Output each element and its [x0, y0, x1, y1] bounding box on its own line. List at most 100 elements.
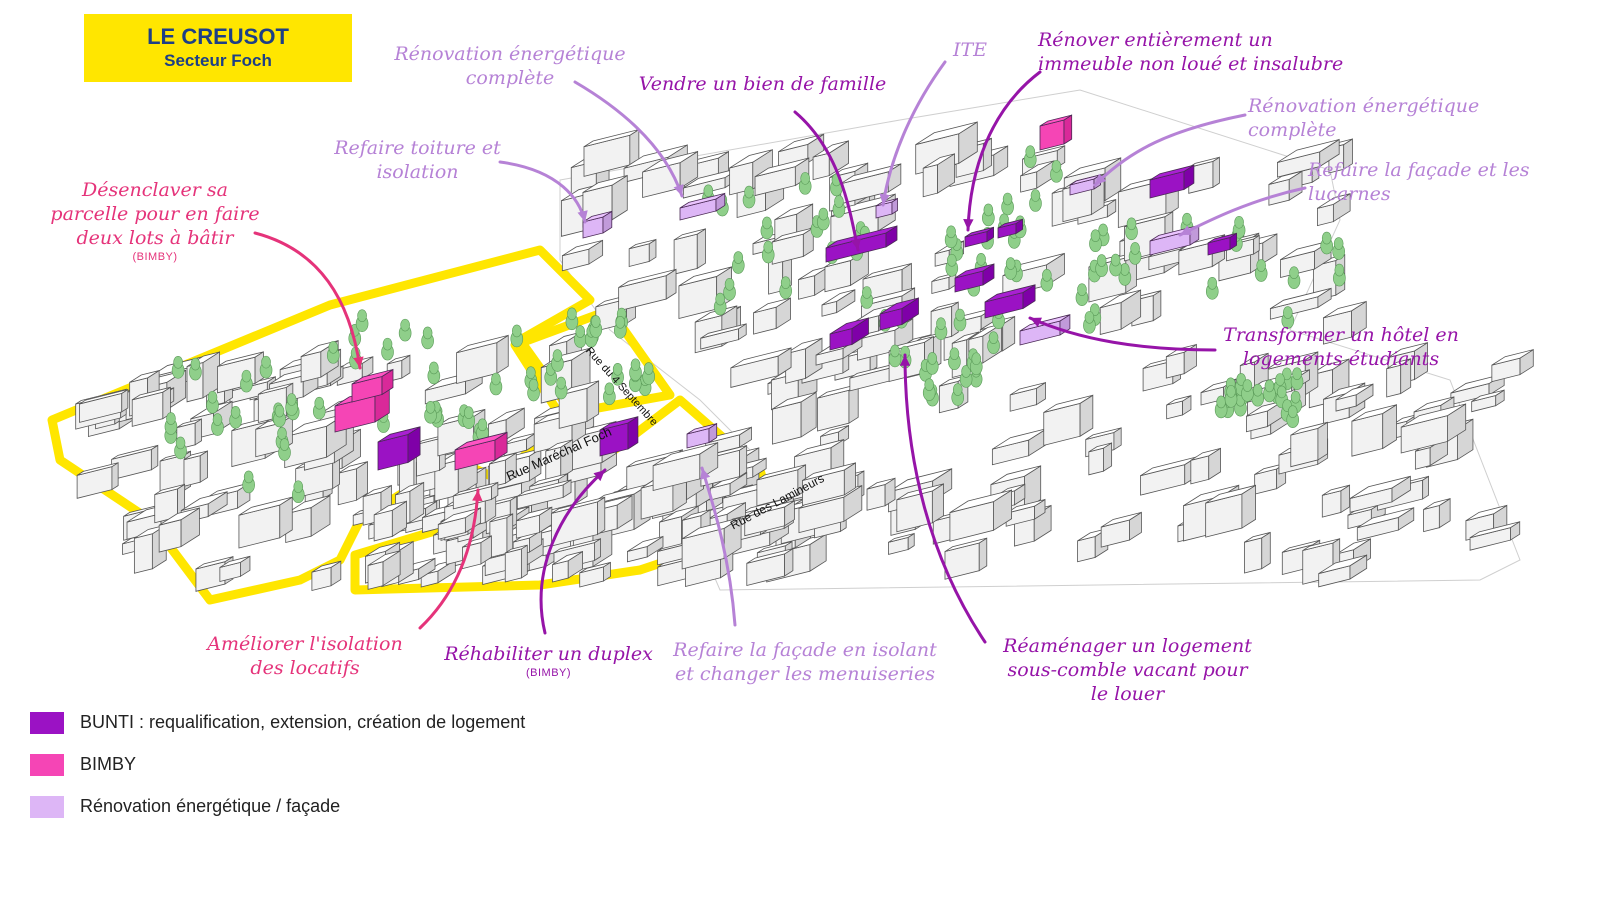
building [952, 331, 980, 344]
tree [230, 405, 241, 419]
title-sector: Secteur Foch [164, 51, 272, 70]
highlighted-building [686, 423, 717, 435]
label-desenclaver: Désenclaver sa parcelle pour en faire de… [50, 179, 260, 263]
building [778, 133, 824, 153]
building [456, 335, 509, 354]
building [1261, 531, 1271, 570]
building [362, 485, 392, 498]
tree [425, 401, 436, 414]
building [1100, 289, 1141, 309]
building [1335, 383, 1374, 401]
building [840, 163, 902, 185]
building [754, 157, 810, 178]
building [154, 483, 185, 495]
arrow-head [879, 193, 890, 205]
tree [1226, 385, 1236, 398]
building [1317, 193, 1351, 209]
building [696, 228, 706, 270]
label-renovation-complete-1: Rénovation énergétique complète [394, 43, 626, 89]
building [505, 544, 528, 554]
tree [243, 470, 254, 484]
arrow-head [963, 219, 974, 230]
arrow-head [593, 470, 605, 482]
tree [643, 362, 654, 375]
tree [422, 326, 433, 340]
tree [1242, 379, 1253, 392]
building [1465, 505, 1508, 522]
building [129, 370, 160, 383]
building [1270, 287, 1332, 310]
legend-label: Rénovation énergétique / façade [80, 796, 341, 816]
annotation-arrow [966, 70, 1042, 232]
label-refaire-toiture: Refaire toiture et isolation [334, 137, 501, 183]
building [395, 482, 424, 496]
building [681, 517, 742, 540]
annotation-arrows [253, 60, 1307, 644]
building [365, 541, 400, 557]
building [922, 153, 955, 169]
building [1088, 447, 1104, 476]
building [821, 289, 856, 306]
building [774, 203, 813, 221]
tree [630, 358, 641, 372]
building [623, 144, 688, 169]
building [367, 550, 401, 566]
building [1400, 403, 1466, 428]
building [131, 386, 171, 401]
building [915, 121, 978, 145]
title-box: LE CREUSOT Secteur Foch [84, 14, 352, 82]
tree [567, 307, 577, 321]
building [1386, 358, 1411, 370]
building [176, 418, 202, 428]
building [1491, 349, 1534, 366]
tree [382, 337, 393, 351]
tree [612, 363, 623, 376]
tree [1290, 390, 1301, 404]
tree [477, 418, 488, 432]
tree [1002, 192, 1013, 206]
highlighted-building [1069, 174, 1101, 186]
annotation-arrow [1093, 113, 1247, 187]
tree [1182, 212, 1192, 226]
tree [1051, 160, 1062, 173]
highlighted-building [825, 225, 898, 249]
building [504, 548, 522, 583]
tree [715, 292, 725, 306]
building [183, 450, 208, 461]
building [1413, 396, 1455, 413]
building [516, 506, 553, 522]
highlighted-building [829, 317, 869, 335]
tree [955, 308, 965, 322]
building [1323, 301, 1367, 319]
arrow-head [353, 356, 364, 368]
tree [1042, 269, 1052, 282]
annotation-arrow [793, 110, 860, 252]
tree [293, 480, 304, 494]
tree [1275, 373, 1285, 386]
highlighted-building [997, 218, 1023, 229]
tree [190, 357, 201, 371]
tree [724, 278, 735, 291]
building [1100, 511, 1142, 528]
arrow-head [899, 355, 911, 366]
building [744, 500, 795, 518]
tree [890, 344, 900, 358]
tree [556, 376, 566, 390]
building [520, 544, 528, 579]
highlighted-building [879, 297, 919, 315]
tree [463, 406, 474, 419]
tree [936, 317, 946, 331]
tree [1252, 383, 1263, 397]
tree [400, 318, 410, 332]
highlighted-building [599, 416, 639, 431]
building [1423, 504, 1440, 533]
building [753, 297, 791, 314]
building [582, 175, 628, 193]
highlighted-building [582, 211, 613, 223]
building [626, 449, 683, 468]
building [1064, 157, 1121, 179]
tree [1130, 242, 1140, 255]
annotation-arrow [573, 80, 684, 198]
tree [1321, 231, 1332, 245]
tree [1005, 257, 1016, 270]
